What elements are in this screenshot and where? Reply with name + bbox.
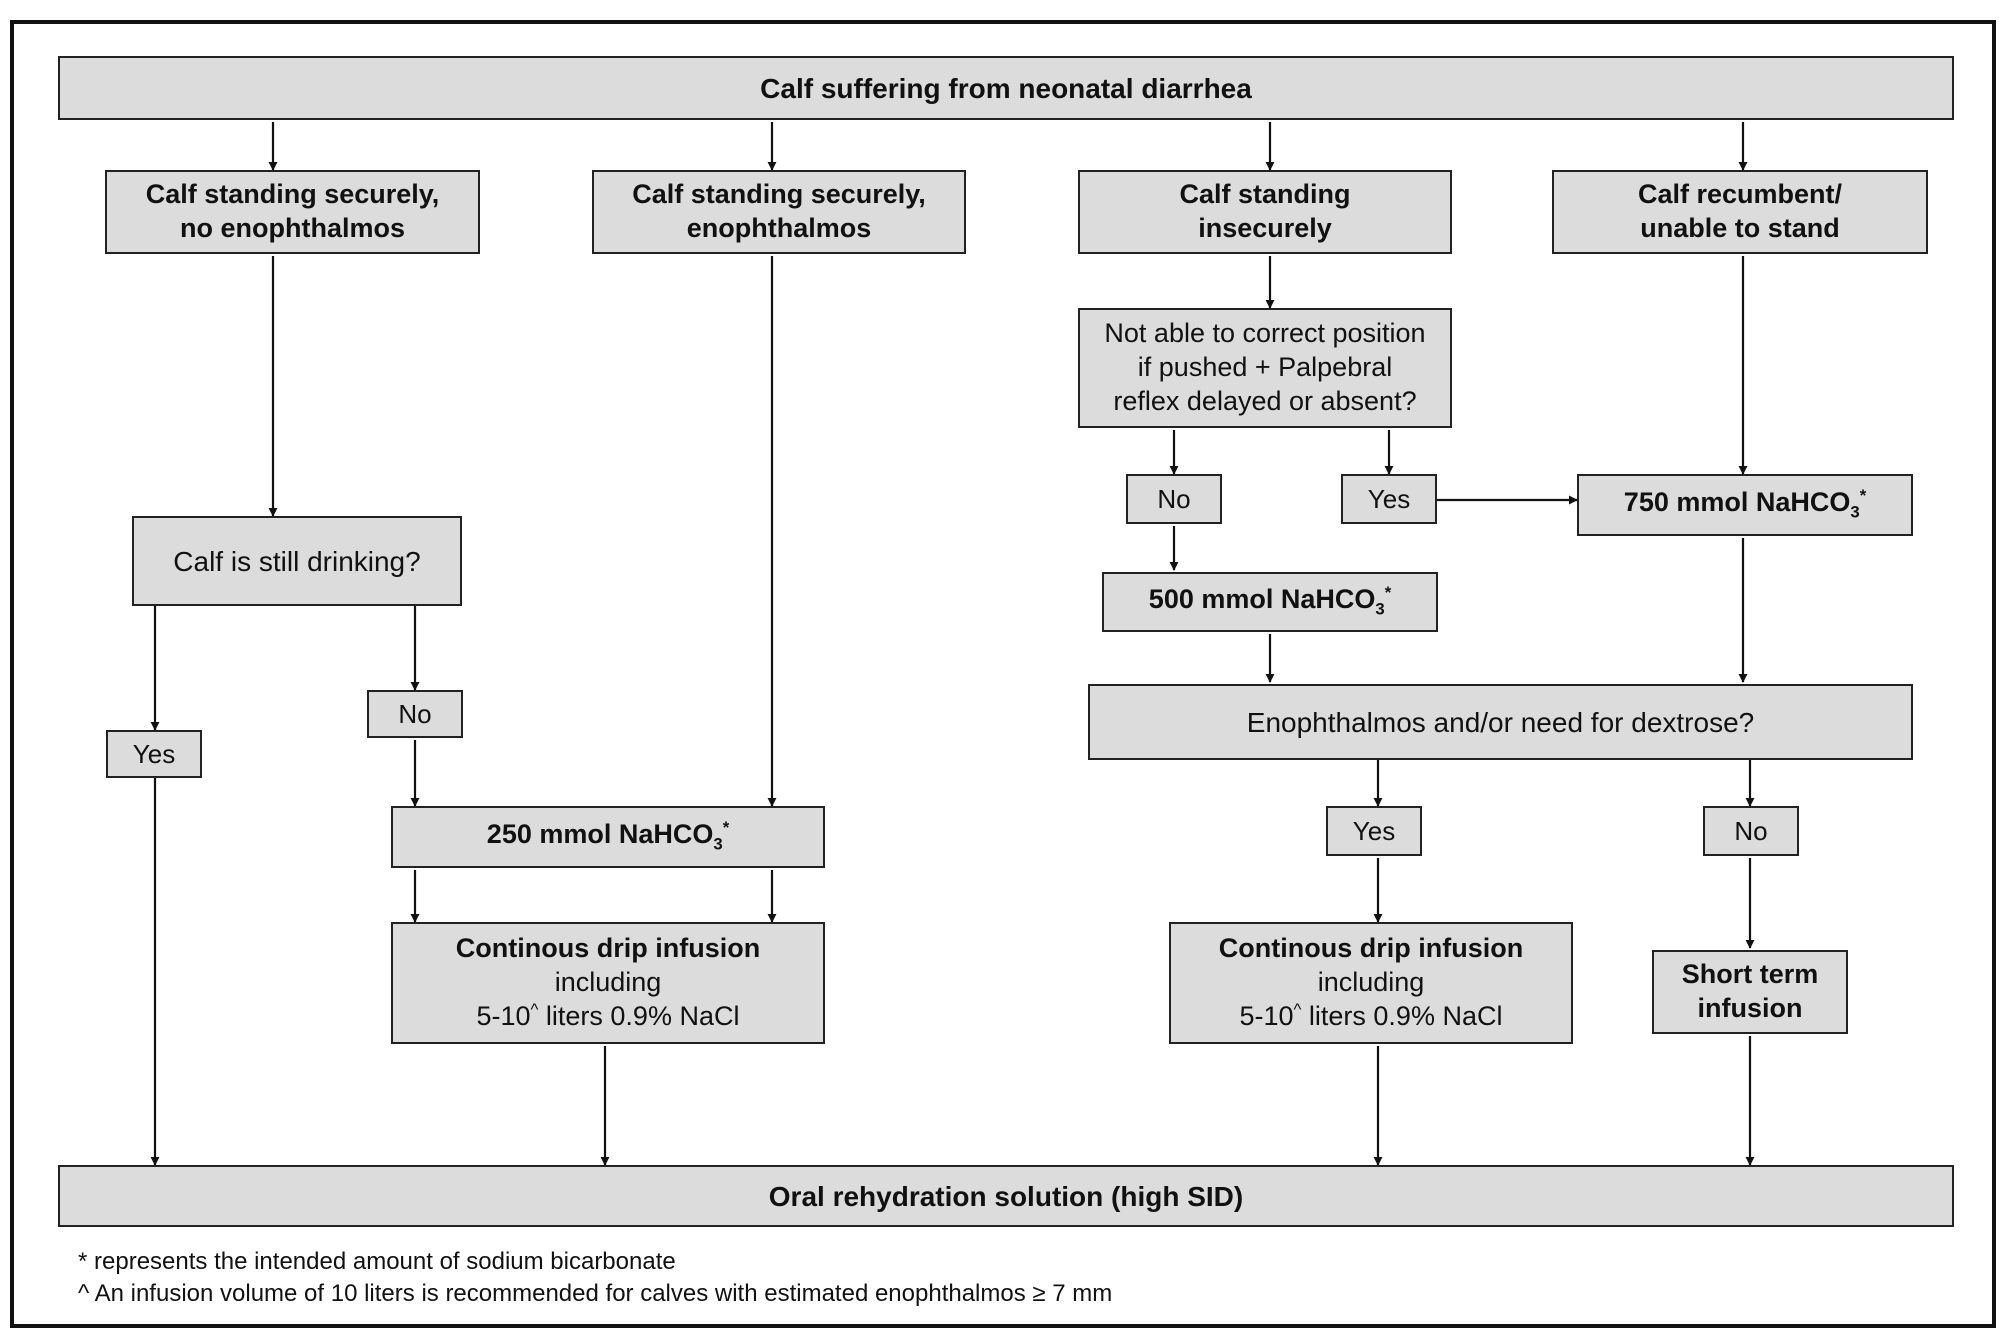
dose-250-box: 250 mmol NaHCO3* — [391, 806, 825, 868]
dose-750-text: 750 mmol NaHCO3* — [1623, 486, 1867, 522]
drip-right-title: Continous drip infusion — [1218, 933, 1524, 964]
category1-line2: no enophthalmos — [180, 213, 405, 243]
category4-line2: unable to stand — [1640, 213, 1840, 243]
dose-500-box: 500 mmol NaHCO3* — [1102, 572, 1438, 632]
short-term-infusion-box: Short term infusion — [1652, 950, 1848, 1034]
answer-no-label: No — [398, 698, 432, 729]
category2-line2: enophthalmos — [686, 213, 872, 243]
position-line3: reflex delayed or absent? — [1113, 385, 1417, 416]
dose-750-box: 750 mmol NaHCO3* — [1577, 474, 1913, 536]
category-recumbent: Calf recumbent/ unable to stand — [1552, 170, 1928, 254]
answer-no-label: No — [1157, 483, 1191, 514]
category4-line1: Calf recumbent/ — [1637, 179, 1843, 210]
drip-left-title: Continous drip infusion — [455, 933, 761, 964]
category3-line1: Calf standing — [1179, 179, 1351, 210]
drip-right-line3: 5-10^ liters 0.9% NaCl — [1239, 999, 1503, 1031]
dose-250-text: 250 mmol NaHCO3* — [486, 818, 730, 854]
answer-yes-label: Yes — [1352, 815, 1396, 846]
category1-line1: Calf standing securely, — [145, 179, 440, 210]
question-correct-position: Not able to correct position if pushed +… — [1078, 308, 1452, 428]
final-text: Oral rehydration solution (high SID) — [768, 1180, 1244, 1212]
category-standing-insecurely: Calf standing insecurely — [1078, 170, 1452, 254]
title-text: Calf suffering from neonatal diarrhea — [760, 72, 1252, 104]
final-oral-rehydration-box: Oral rehydration solution (high SID) — [58, 1165, 1954, 1227]
question-dextrose: Enophthalmos and/or need for dextrose? — [1088, 684, 1913, 760]
answer-position-no: No — [1126, 474, 1222, 524]
answer-position-yes: Yes — [1341, 474, 1437, 524]
category-standing-no-enophthalmos: Calf standing securely, no enophthalmos — [105, 170, 480, 254]
short-term-line2: infusion — [1697, 993, 1803, 1023]
title-box: Calf suffering from neonatal diarrhea — [58, 56, 1954, 120]
question-drinking-text: Calf is still drinking? — [173, 545, 421, 577]
category2-line1: Calf standing securely, — [632, 179, 926, 210]
category-standing-enophthalmos: Calf standing securely, enophthalmos — [592, 170, 966, 254]
drip-infusion-box-right: Continous drip infusion including 5-10^ … — [1169, 922, 1573, 1044]
answer-no-label: No — [1734, 815, 1768, 846]
short-term-line1: Short term — [1681, 959, 1819, 990]
position-line1: Not able to correct position — [1104, 318, 1426, 349]
question-still-drinking: Calf is still drinking? — [132, 516, 462, 606]
answer-yes-label: Yes — [132, 738, 176, 769]
answer-drinking-yes: Yes — [106, 730, 202, 778]
dextrose-text: Enophthalmos and/or need for dextrose? — [1246, 706, 1755, 738]
drip-infusion-box-left: Continous drip infusion including 5-10^ … — [391, 922, 825, 1044]
position-line2: if pushed + Palpebral — [1137, 352, 1393, 383]
category3-line2: insecurely — [1198, 213, 1332, 243]
footnote-asterisk: * represents the intended amount of sodi… — [78, 1248, 676, 1275]
dose-500-text: 500 mmol NaHCO3* — [1148, 583, 1392, 619]
answer-dextrose-yes: Yes — [1326, 806, 1422, 856]
drip-left-line3: 5-10^ liters 0.9% NaCl — [476, 999, 740, 1031]
answer-drinking-no: No — [367, 690, 463, 738]
drip-left-line2: including — [554, 967, 662, 998]
answer-yes-label: Yes — [1367, 483, 1411, 514]
drip-right-line2: including — [1317, 967, 1425, 998]
answer-dextrose-no: No — [1703, 806, 1799, 856]
footnote-caret: ^ An infusion volume of 10 liters is rec… — [78, 1280, 1113, 1307]
diagram-frame — [10, 20, 1996, 1328]
